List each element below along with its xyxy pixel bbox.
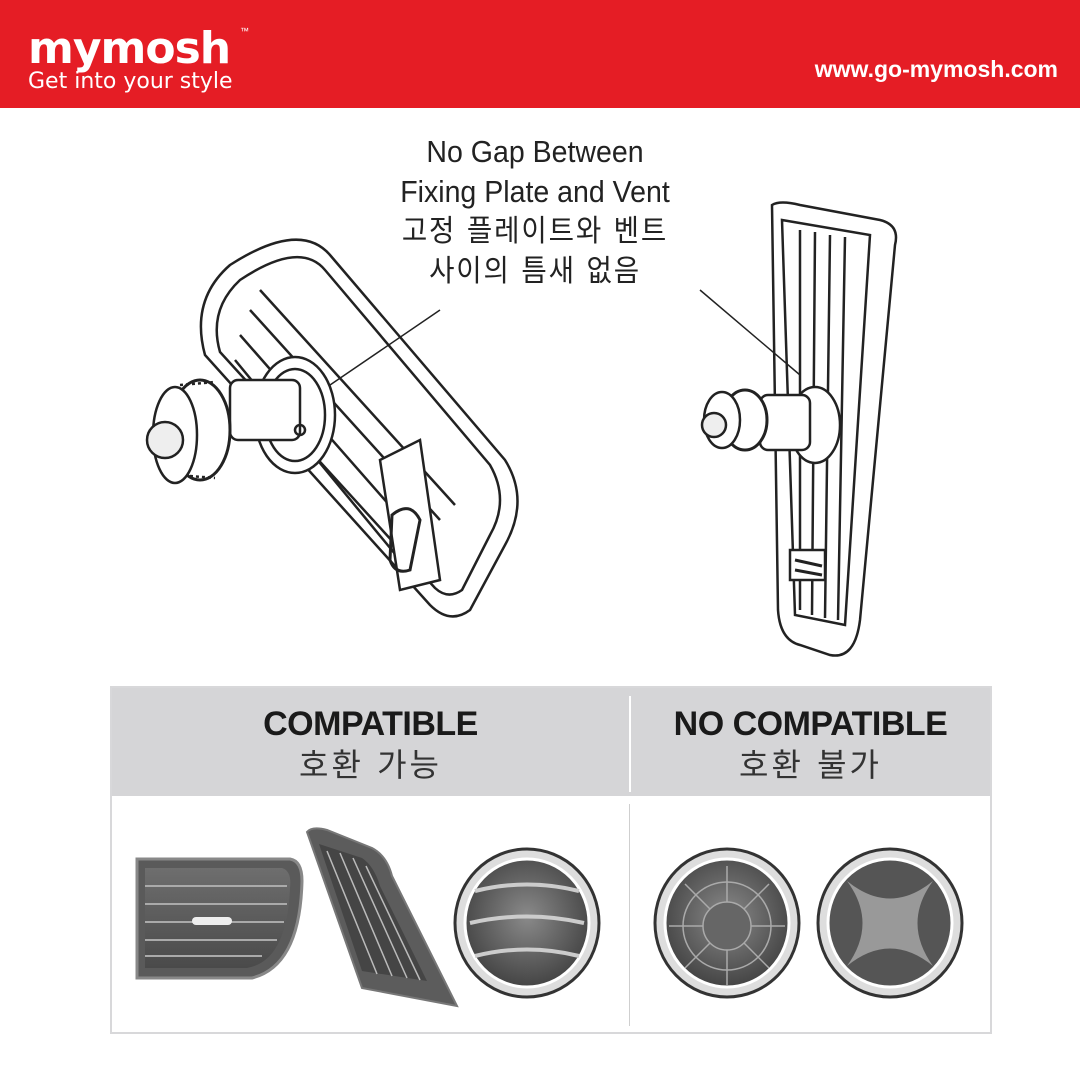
not-compatible-label-en: NO COMPATIBLE [673,705,948,743]
brand-tagline: Get into your style [28,69,233,94]
not-compatible-heading: NO COMPATIBLE 호환 불가 [631,704,990,786]
compatibility-table: COMPATIBLE 호환 가능 NO COMPATIBLE 호환 불가 [110,686,992,1034]
callout-ko-line1: 고정 플레이트와 벤트 [401,214,669,249]
not-compatible-label-ko: 호환 불가 [739,746,882,784]
incompatible-vent-round-cross [816,847,964,999]
mount-vertical-illustration [700,201,898,657]
compatible-vent-round-horizontal-slats [453,847,601,999]
column-divider [629,696,631,792]
compatible-vent-slanted [305,827,459,1008]
brand-logo: mymosh ™ Get into your style [28,23,249,94]
compatible-label-ko: 호환 가능 [299,746,442,784]
callout-leader-lines [329,289,801,386]
callout-en-line1: No Gap Between [426,134,644,169]
brand-header: mymosh ™ Get into your style www.go-mymo… [0,0,1080,108]
column-divider [629,804,630,1026]
website-url[interactable]: www.go-mymosh.com [814,56,1058,82]
callout-en-line2: Fixing Plate and Vent [400,174,670,209]
callout-ko-line2: 사이의 틈새 없음 [429,254,641,289]
compatible-label-en: COMPATIBLE [263,705,478,743]
mount-illustrations [145,201,898,657]
compatible-vent-rectangular [135,857,304,980]
trademark: ™ [240,26,249,36]
brand-name: mymosh [28,23,231,74]
vent-types [135,827,964,1008]
compatible-heading: COMPATIBLE 호환 가능 [112,704,629,786]
mount-horizontal-illustration [145,238,519,618]
incompatible-vent-round-radial [653,847,801,999]
no-gap-callout: No Gap Between Fixing Plate and Vent 고정 … [319,132,751,292]
compatibility-header [112,688,990,796]
